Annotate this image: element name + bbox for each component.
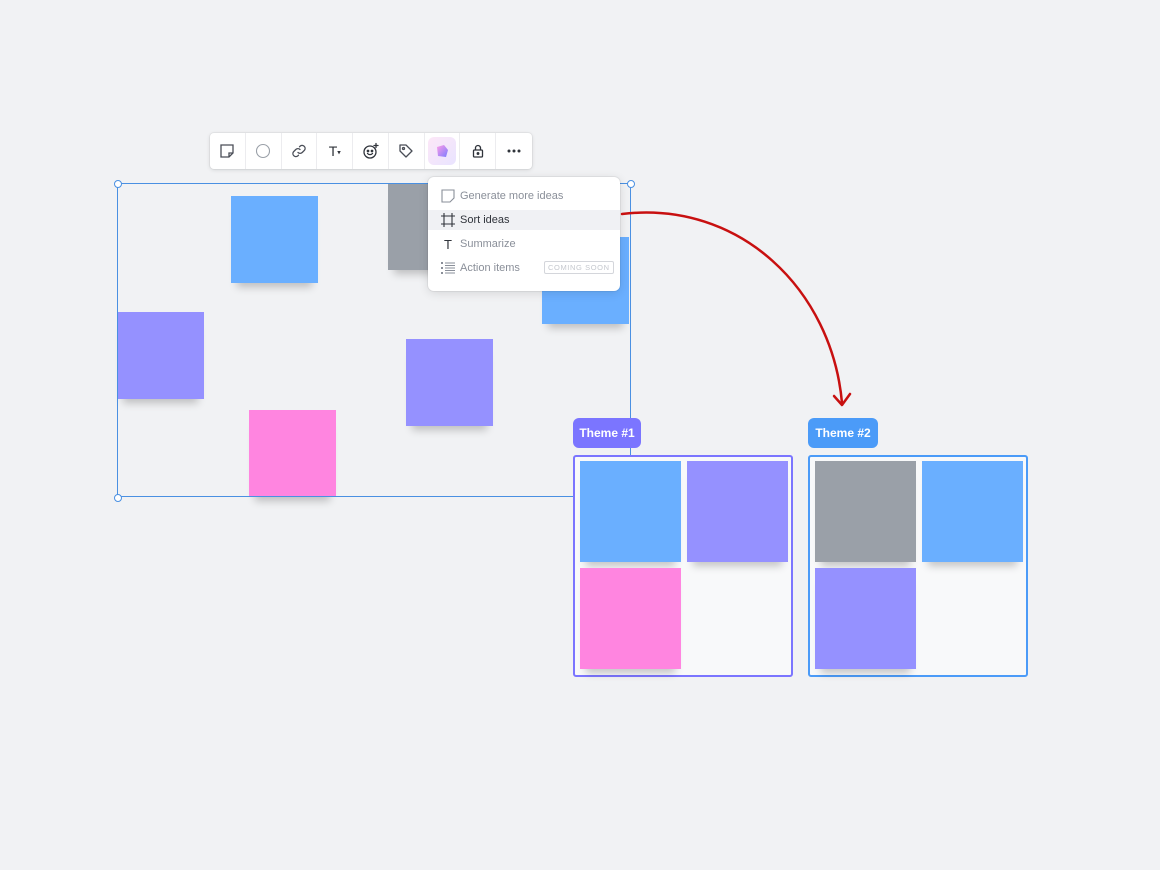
text-format-button[interactable]: T▾: [317, 133, 354, 169]
theme-2-frame[interactable]: [808, 455, 1028, 677]
emoji-reaction-icon: [362, 142, 379, 159]
sticky-note[interactable]: [815, 461, 916, 562]
sticky-note[interactable]: [231, 196, 318, 283]
coming-soon-badge: COMING SOON: [544, 261, 614, 274]
sticky-note[interactable]: [922, 461, 1023, 562]
tag-button[interactable]: [389, 133, 425, 169]
menu-item-label: Sort ideas: [460, 214, 510, 226]
ai-menu: Generate more ideas Sort ideas T Summari…: [428, 177, 620, 291]
menu-item-label: Action items: [460, 262, 520, 274]
menu-item-label: Generate more ideas: [460, 190, 564, 202]
sticky-note[interactable]: [580, 461, 681, 562]
text-icon: T: [444, 236, 452, 252]
more-button[interactable]: [496, 133, 532, 169]
theme-1-label[interactable]: Theme #1: [573, 418, 641, 448]
resize-handle[interactable]: [114, 494, 122, 502]
selection-toolbar: T▾: [210, 133, 532, 169]
resize-handle[interactable]: [627, 180, 635, 188]
sticky-note[interactable]: [117, 312, 204, 399]
tag-icon: [399, 144, 413, 158]
sticky-note-button[interactable]: [210, 133, 246, 169]
menu-item-label: Summarize: [460, 238, 516, 250]
list-icon: [440, 260, 456, 276]
link-icon: [292, 144, 306, 158]
sticky-note-icon: [440, 188, 456, 204]
menu-item-generate-ideas[interactable]: Generate more ideas: [428, 186, 620, 206]
ai-assist-highlight: [428, 137, 457, 165]
sticky-note[interactable]: [687, 461, 788, 562]
sticky-note-icon: [220, 144, 235, 158]
sticky-note[interactable]: [249, 410, 336, 497]
ai-assist-icon: [437, 145, 449, 157]
lock-button[interactable]: [460, 133, 497, 169]
reaction-button[interactable]: [353, 133, 389, 169]
sticky-note[interactable]: [580, 568, 681, 669]
sticky-note[interactable]: [815, 568, 916, 669]
selection-frame: [117, 183, 631, 497]
ai-assist-button[interactable]: [425, 133, 461, 169]
sticky-note[interactable]: [406, 339, 493, 426]
menu-item-sort-ideas[interactable]: Sort ideas: [428, 210, 620, 230]
menu-item-action-items: Action items COMING SOON: [428, 258, 620, 278]
resize-handle[interactable]: [114, 180, 122, 188]
text-format-icon: T▾: [328, 143, 341, 159]
lock-icon: [472, 144, 484, 158]
shape-button[interactable]: [246, 133, 282, 169]
frame-icon: [440, 212, 456, 228]
flow-arrow: [620, 211, 852, 407]
theme-2-label[interactable]: Theme #2: [808, 418, 878, 448]
menu-item-summarize[interactable]: T Summarize: [428, 234, 620, 254]
link-button[interactable]: [282, 133, 318, 169]
shape-circle-icon: [256, 143, 271, 159]
theme-1-frame[interactable]: [573, 455, 793, 677]
more-icon: [507, 149, 521, 153]
